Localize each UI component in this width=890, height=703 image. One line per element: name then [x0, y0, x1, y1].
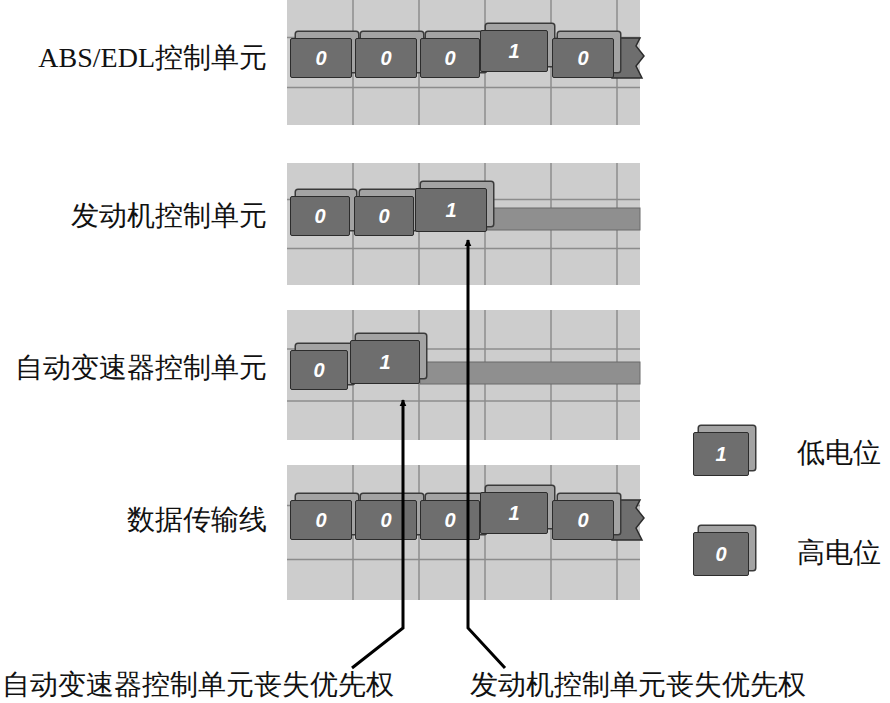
bit-value: 1	[445, 200, 456, 220]
row-label: 发动机控制单元	[71, 197, 267, 235]
torn-end	[612, 500, 644, 540]
bit-box: 1	[415, 188, 487, 232]
grid-band	[287, 163, 640, 285]
bit-row: 发动机控制单元001	[287, 163, 640, 285]
bit-box: 0	[420, 38, 480, 78]
bit-grid	[287, 0, 640, 600]
bit-box: 0	[552, 500, 614, 540]
bit-row: 数据传输线00010	[287, 465, 640, 600]
bit-value: 0	[444, 510, 455, 530]
bit-box: 1	[480, 492, 548, 534]
legend-swatch: 0	[693, 532, 749, 576]
bit-value: 1	[508, 41, 519, 61]
bit-box: 0	[355, 38, 417, 78]
bit-value: 0	[315, 510, 326, 530]
bit-value: 0	[444, 48, 455, 68]
bit-box: 0	[552, 38, 614, 78]
bit-box: 0	[420, 500, 480, 540]
idle-strip	[420, 362, 640, 384]
bit-box: 1	[480, 30, 548, 72]
bit-value: 0	[313, 360, 324, 380]
idle-strip	[487, 208, 640, 230]
bit-value: 0	[380, 510, 391, 530]
row-label: ABS/EDL控制单元	[38, 39, 267, 77]
legend-text: 低电位	[797, 434, 881, 472]
bit-box: 1	[350, 340, 420, 384]
bit-box: 0	[290, 500, 352, 540]
torn-end	[612, 38, 644, 78]
bit-value: 0	[577, 510, 588, 530]
bit-box: 0	[290, 38, 352, 78]
grid-band	[287, 0, 640, 125]
priority-note: 发动机控制单元丧失优先权	[470, 666, 806, 703]
bit-box: 0	[355, 500, 417, 540]
bit-value: 1	[379, 352, 390, 372]
row-label: 自动变速器控制单元	[15, 349, 267, 387]
grid-band	[287, 465, 640, 600]
legend-text: 高电位	[797, 534, 881, 572]
leader-arrow	[468, 240, 505, 668]
bit-value: 0	[378, 206, 389, 226]
bit-value: 0	[577, 48, 588, 68]
bit-value: 1	[508, 503, 519, 523]
bit-value: 0	[380, 48, 391, 68]
priority-note: 自动变速器控制单元丧失优先权	[2, 666, 394, 703]
legend-item: 1低电位	[693, 428, 863, 478]
bit-box: 0	[354, 196, 414, 236]
legend-swatch: 1	[693, 432, 749, 476]
grid-band	[287, 310, 640, 440]
legend-bit-value: 1	[715, 444, 726, 464]
bit-row: ABS/EDL控制单元00010	[287, 0, 640, 125]
bit-value: 0	[315, 48, 326, 68]
legend-bit-value: 0	[715, 544, 726, 564]
bit-box: 0	[290, 350, 348, 390]
bit-value: 0	[314, 206, 325, 226]
legend-item: 0高电位	[693, 528, 863, 578]
bit-box: 0	[290, 196, 350, 236]
row-label: 数据传输线	[127, 501, 267, 539]
bit-row: 自动变速器控制单元01	[287, 310, 640, 440]
